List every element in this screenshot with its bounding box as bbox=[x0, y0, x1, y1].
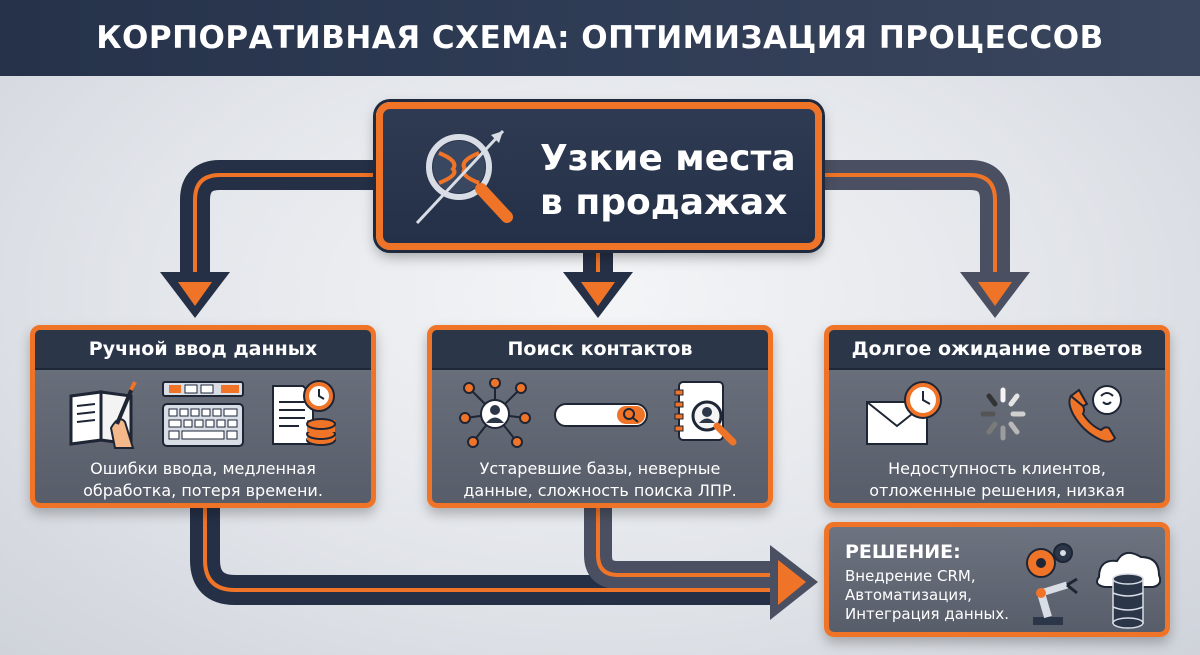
card-icons bbox=[432, 378, 768, 456]
page-header: КОРПОРАТИВНАЯ СХЕМА: ОПТИМИЗАЦИЯ ПРОЦЕСС… bbox=[0, 0, 1200, 76]
solution-icons bbox=[1026, 543, 1162, 629]
solution-box: РЕШЕНИЕ: Внедрение CRM, Автоматизация, И… bbox=[824, 522, 1170, 637]
contact-book-search-icon bbox=[674, 381, 737, 446]
card-title: Долгое ожидание ответов bbox=[829, 330, 1165, 370]
bottlenecks-title-line1: Узкие места bbox=[540, 138, 796, 179]
arrow-to-manual-entry bbox=[180, 160, 380, 278]
search-bar-icon bbox=[554, 403, 648, 427]
arrow-to-solution bbox=[190, 508, 780, 605]
gears-robot-arm-icon bbox=[1026, 543, 1078, 625]
bottlenecks-title: Узкие места в продажах bbox=[540, 137, 820, 225]
loading-spinner-icon bbox=[980, 387, 1026, 441]
card-manual-entry: Ручной ввод данных bbox=[30, 325, 376, 508]
network-user-icon bbox=[459, 378, 531, 448]
page-title: КОРПОРАТИВНАЯ СХЕМА: ОПТИМИЗАЦИЯ ПРОЦЕСС… bbox=[96, 20, 1104, 56]
bottlenecks-title-line2: в продажах bbox=[540, 182, 788, 223]
solution-line: Интеграция данных. bbox=[845, 605, 1010, 623]
solution-line: Автоматизация, bbox=[845, 586, 972, 604]
cloud-database-icon bbox=[1096, 551, 1162, 629]
card-contact-search: Поиск контактов bbox=[427, 325, 773, 508]
arrow-to-long-wait bbox=[818, 160, 1010, 278]
keyboard-icon bbox=[162, 381, 244, 447]
magnifier-funnel-icon bbox=[415, 129, 513, 225]
card-description: Недоступность клиентов, отложенные решен… bbox=[837, 458, 1157, 503]
card-description: Ошибки ввода, медленная обработка, потер… bbox=[43, 458, 363, 502]
document-clock-database-icon bbox=[272, 380, 336, 446]
card-icons bbox=[35, 378, 371, 456]
solution-title: РЕШЕНИЕ: bbox=[845, 541, 961, 563]
card-description-line2: данные, сложность поиска ЛПР. bbox=[463, 481, 737, 500]
card-description-line1: Недоступность клиентов, bbox=[888, 459, 1106, 478]
solution-line: Внедрение CRM, bbox=[845, 567, 976, 585]
card-title: Поиск контактов bbox=[432, 330, 768, 370]
card-description-line2: обработка, потеря времени. bbox=[83, 481, 323, 500]
card-description: Устаревшие базы, неверные данные, сложно… bbox=[440, 458, 760, 502]
card-icons bbox=[829, 378, 1165, 456]
card-description-line2: отложенные решения, низкая конверсия. bbox=[869, 481, 1125, 500]
envelope-clock-icon bbox=[866, 381, 942, 445]
bottlenecks-box: Узкие места в продажах bbox=[376, 102, 822, 250]
book-writing-icon bbox=[69, 381, 137, 449]
card-description-line1: Устаревшие базы, неверные bbox=[479, 459, 721, 478]
phone-chat-icon bbox=[1068, 385, 1122, 443]
card-description-line1: Ошибки ввода, медленная bbox=[90, 459, 316, 478]
card-long-wait: Долгое ожидание ответов bbox=[824, 325, 1170, 508]
card-title: Ручной ввод данных bbox=[35, 330, 371, 370]
